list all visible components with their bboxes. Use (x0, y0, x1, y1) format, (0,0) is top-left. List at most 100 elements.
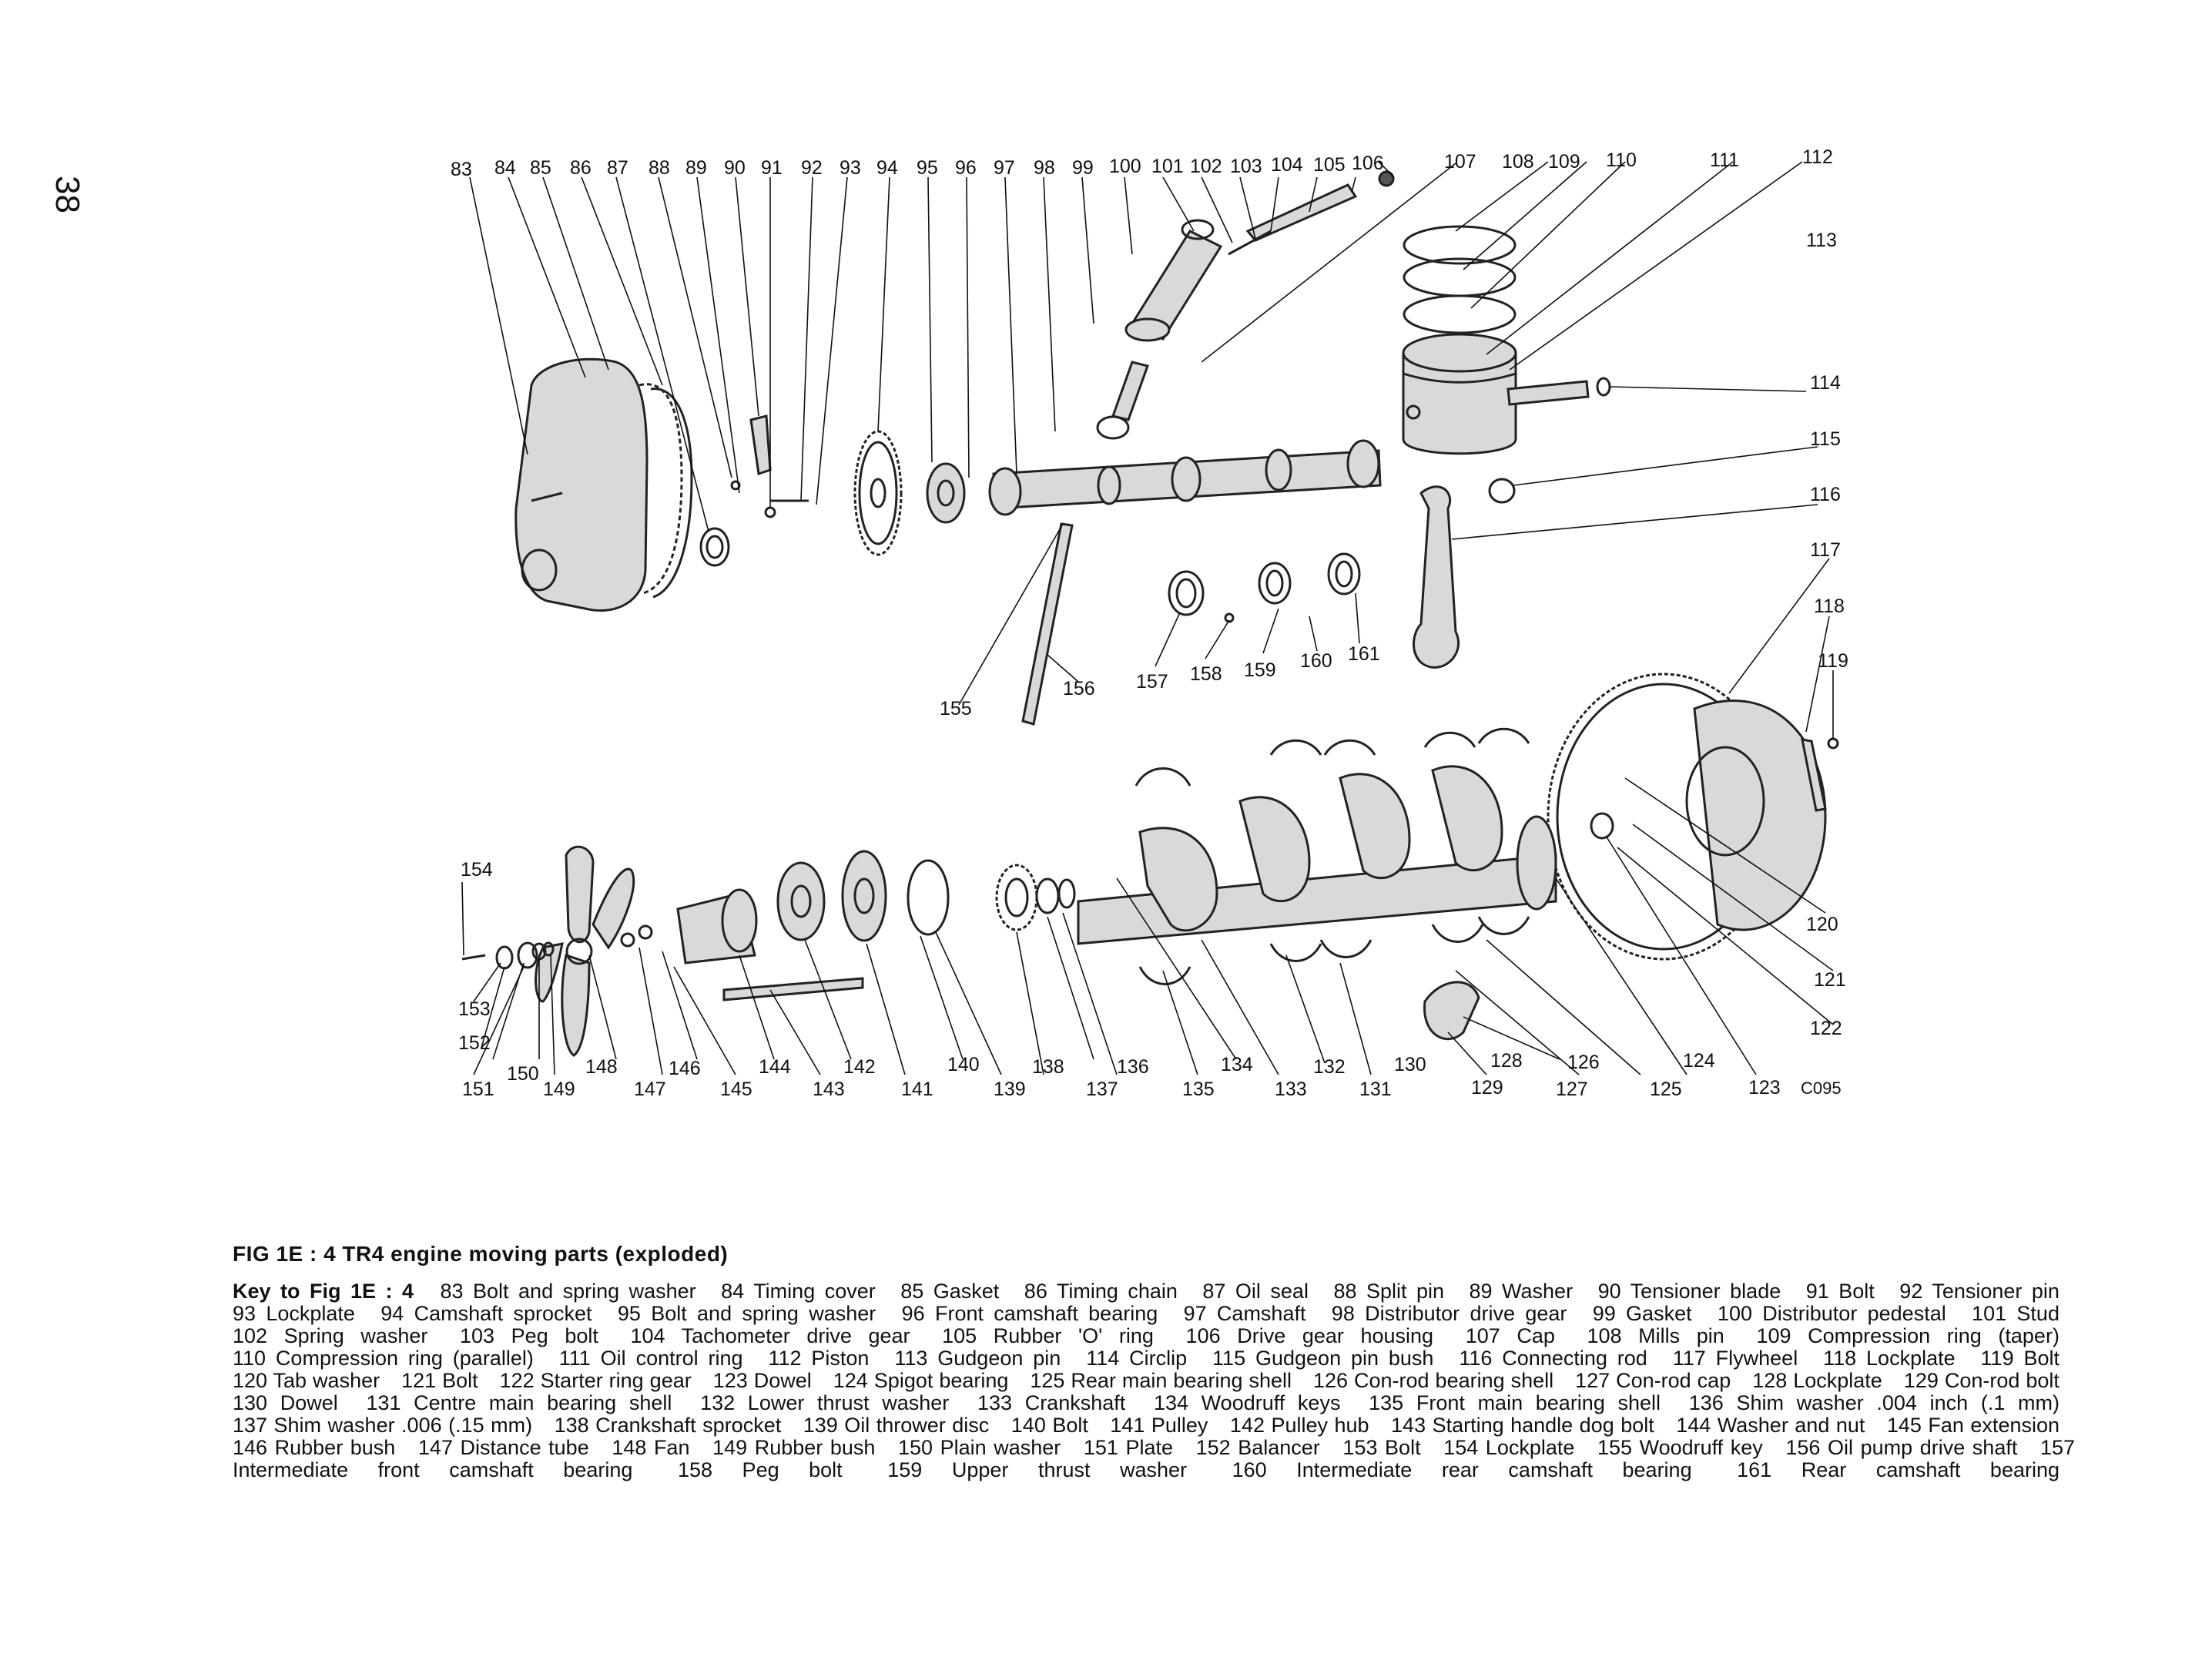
key-entry: 86 Timing chain (1024, 1280, 1178, 1303)
callout-139: 139 (994, 1079, 1026, 1100)
callout-125: 125 (1650, 1079, 1682, 1100)
callout-109: 109 (1548, 151, 1580, 173)
key-entry: 142 Pulley hub (1229, 1414, 1369, 1437)
key-entry: 144 Washer and nut (1676, 1414, 1865, 1437)
key-entry: 133 Crankshaft (977, 1391, 1126, 1414)
key-entry: 104 Tachometer drive gear (630, 1324, 910, 1347)
callout-143: 143 (813, 1079, 845, 1100)
key-entry: 110 Compression ring (parallel) (233, 1347, 534, 1370)
key-entry: 89 Washer (1469, 1280, 1574, 1303)
key-entry: 122 Starter ring gear (499, 1369, 692, 1392)
key-entry: 109 Compression ring (taper) (1756, 1324, 2060, 1347)
callout-119: 119 (1818, 650, 1848, 672)
flywheel-illustration (1547, 673, 1827, 961)
key-entry: 121 Bolt (401, 1369, 478, 1392)
callout-111: 111 (1710, 149, 1739, 171)
key-entry: 126 Con-rod bearing shell (1313, 1369, 1554, 1392)
key-entry: 159 Upper thrust washer (887, 1458, 1188, 1481)
callout-141: 141 (901, 1079, 933, 1100)
callout-95: 95 (917, 157, 938, 179)
figure-caption: FIG 1E : 4 TR4 engine moving parts (expl… (233, 1242, 729, 1266)
key-entry: 161 Rear camshaft bearing (1737, 1458, 2060, 1481)
key-entry: 160 Intermediate rear camshaft bearing (1232, 1458, 1692, 1481)
key-entry: 158 Peg bolt (677, 1458, 843, 1481)
key-entry: 137 Shim washer .006 (.15 mm) (233, 1414, 533, 1437)
callout-132: 132 (1313, 1056, 1346, 1078)
callout-94: 94 (876, 157, 898, 179)
callout-159: 159 (1244, 659, 1276, 681)
key-entry: 90 Tensioner blade (1597, 1280, 1781, 1303)
callout-89: 89 (685, 157, 707, 179)
key-entry: 131 Centre main bearing shell (366, 1391, 672, 1414)
key-entry: 88 Split pin (1333, 1280, 1445, 1303)
key-entry: 107 Cap (1465, 1324, 1555, 1347)
callout-103: 103 (1230, 156, 1262, 177)
callout-161: 161 (1348, 643, 1380, 665)
callout-90: 90 (724, 157, 746, 179)
callout-160: 160 (1300, 650, 1332, 672)
fan-front-hardware-illustration (461, 941, 555, 970)
key-entry: 112 Piston (768, 1347, 870, 1370)
callout-157: 157 (1136, 671, 1168, 693)
callout-labels: 83 84 85 86 87 88 89 90 91 92 93 94 95 9… (451, 146, 1848, 1100)
crankshaft-front-parts-illustration (676, 850, 1076, 1001)
callout-128: 128 (1490, 1050, 1523, 1072)
callout-142: 142 (843, 1056, 876, 1078)
camshaft-sprocket-illustration (853, 430, 903, 556)
key-entry: 150 Plain washer (897, 1436, 1061, 1459)
key-entry: 157 Intermediate front camshaft bearing (233, 1436, 2075, 1481)
callout-153: 153 (458, 998, 491, 1020)
key-title: Key to Fig 1E : 4 (233, 1280, 414, 1303)
callout-112: 112 (1802, 146, 1833, 168)
callout-144: 144 (759, 1056, 791, 1078)
callout-107: 107 (1444, 151, 1476, 173)
callout-115: 115 (1810, 428, 1841, 450)
callout-108: 108 (1502, 151, 1534, 173)
callout-85: 85 (530, 157, 551, 179)
callout-100: 100 (1109, 156, 1141, 177)
callout-84: 84 (494, 157, 516, 179)
camshaft-illustration (926, 439, 1382, 524)
callout-136: 136 (1117, 1056, 1149, 1078)
camshaft-bearings-illustration (1168, 552, 1361, 623)
callout-110: 110 (1606, 149, 1637, 171)
key-entry: 151 Plate (1083, 1436, 1174, 1459)
callout-133: 133 (1275, 1079, 1307, 1100)
key-entry: 153 Bolt (1342, 1436, 1421, 1459)
callout-96: 96 (955, 157, 977, 179)
key-entry: 152 Balancer (1195, 1436, 1320, 1459)
callout-147: 147 (634, 1079, 666, 1100)
key-entry: 99 Gasket (1592, 1302, 1692, 1325)
key-entry: 114 Circlip (1086, 1347, 1188, 1370)
key-entry: 143 Starting handle dog bolt (1391, 1414, 1654, 1437)
callout-87: 87 (607, 157, 628, 179)
callout-86: 86 (570, 157, 592, 179)
timing-cover-illustration (514, 357, 649, 612)
figure-code: C095 (1801, 1079, 1842, 1098)
key-entry: 91 Bolt (1805, 1280, 1875, 1303)
callout-116: 116 (1810, 484, 1841, 505)
callout-148: 148 (585, 1056, 618, 1078)
key-entry: 138 Crankshaft sprocket (554, 1414, 782, 1437)
key-entry: 94 Camshaft sprocket (380, 1302, 592, 1325)
key-entry: 84 Timing cover (721, 1280, 876, 1303)
key-entry: 132 Lower thrust washer (700, 1391, 950, 1414)
key-entry: 145 Fan extension (1886, 1414, 2060, 1437)
callout-101: 101 (1151, 156, 1184, 177)
callout-105: 105 (1313, 154, 1346, 176)
callout-151: 151 (462, 1079, 494, 1100)
callout-104: 104 (1271, 154, 1303, 176)
key-entry: 136 Shim washer .004 inch (.1 mm) (1688, 1391, 2060, 1414)
key-entry: 134 Woodruff keys (1153, 1391, 1341, 1414)
piston-illustration (1402, 333, 1517, 455)
key-entry: 124 Spigot bearing (833, 1369, 1009, 1392)
key-entry: 95 Bolt and spring washer (617, 1302, 876, 1325)
key-entry: 101 Stud (1972, 1302, 2060, 1325)
callout-127: 127 (1556, 1079, 1588, 1100)
figure-key: Key to Fig 1E : 4 83 Bolt and spring was… (233, 1280, 2075, 1481)
key-entry: 147 Distance tube (417, 1436, 589, 1459)
callout-137: 137 (1086, 1079, 1118, 1100)
callout-113: 113 (1806, 230, 1837, 251)
key-entry: 111 Oil control ring (558, 1347, 743, 1370)
callout-129: 129 (1471, 1077, 1503, 1099)
